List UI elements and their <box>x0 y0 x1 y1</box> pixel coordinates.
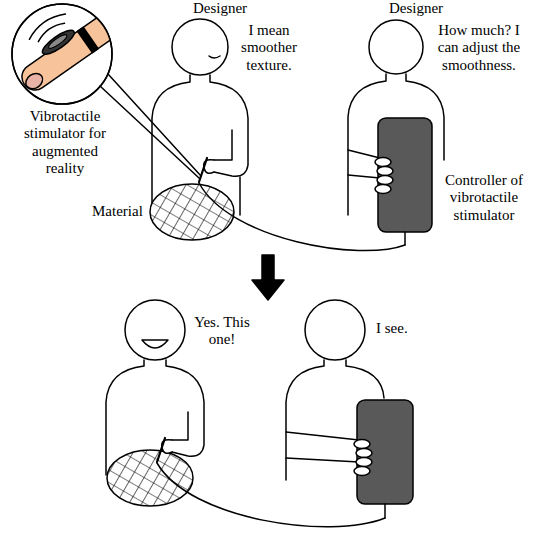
stylus <box>199 158 207 182</box>
cable-stub <box>384 504 386 518</box>
part-label: Controller of vibrotactile stimulator <box>436 172 532 224</box>
finger-illustration <box>2 0 130 95</box>
callout <box>2 0 201 178</box>
fingers <box>375 158 393 194</box>
controller-device <box>357 400 413 504</box>
part-label: Material <box>92 203 143 220</box>
designer-figure <box>286 300 384 480</box>
part-label: Vibrotactile stimulator for augmented re… <box>16 108 114 177</box>
speech-text: I mean smoother texture. <box>232 22 306 74</box>
cable <box>199 183 405 251</box>
cable-stub <box>404 232 406 245</box>
designer-figure <box>106 300 204 475</box>
speech-text: I see. <box>376 320 408 337</box>
fingers <box>354 440 372 476</box>
controller-device <box>378 118 432 232</box>
role-label: Designer <box>374 0 458 17</box>
stylus <box>157 438 165 462</box>
cable <box>157 463 385 527</box>
role-label: Designer <box>178 0 262 17</box>
speech-text: How much? I can adjust the smoothness. <box>428 22 530 74</box>
material-sample <box>107 450 193 506</box>
leader-line <box>100 74 201 178</box>
transition-arrow <box>252 255 284 300</box>
speech-text: Yes. This one! <box>190 314 254 349</box>
material-sample <box>150 184 234 240</box>
